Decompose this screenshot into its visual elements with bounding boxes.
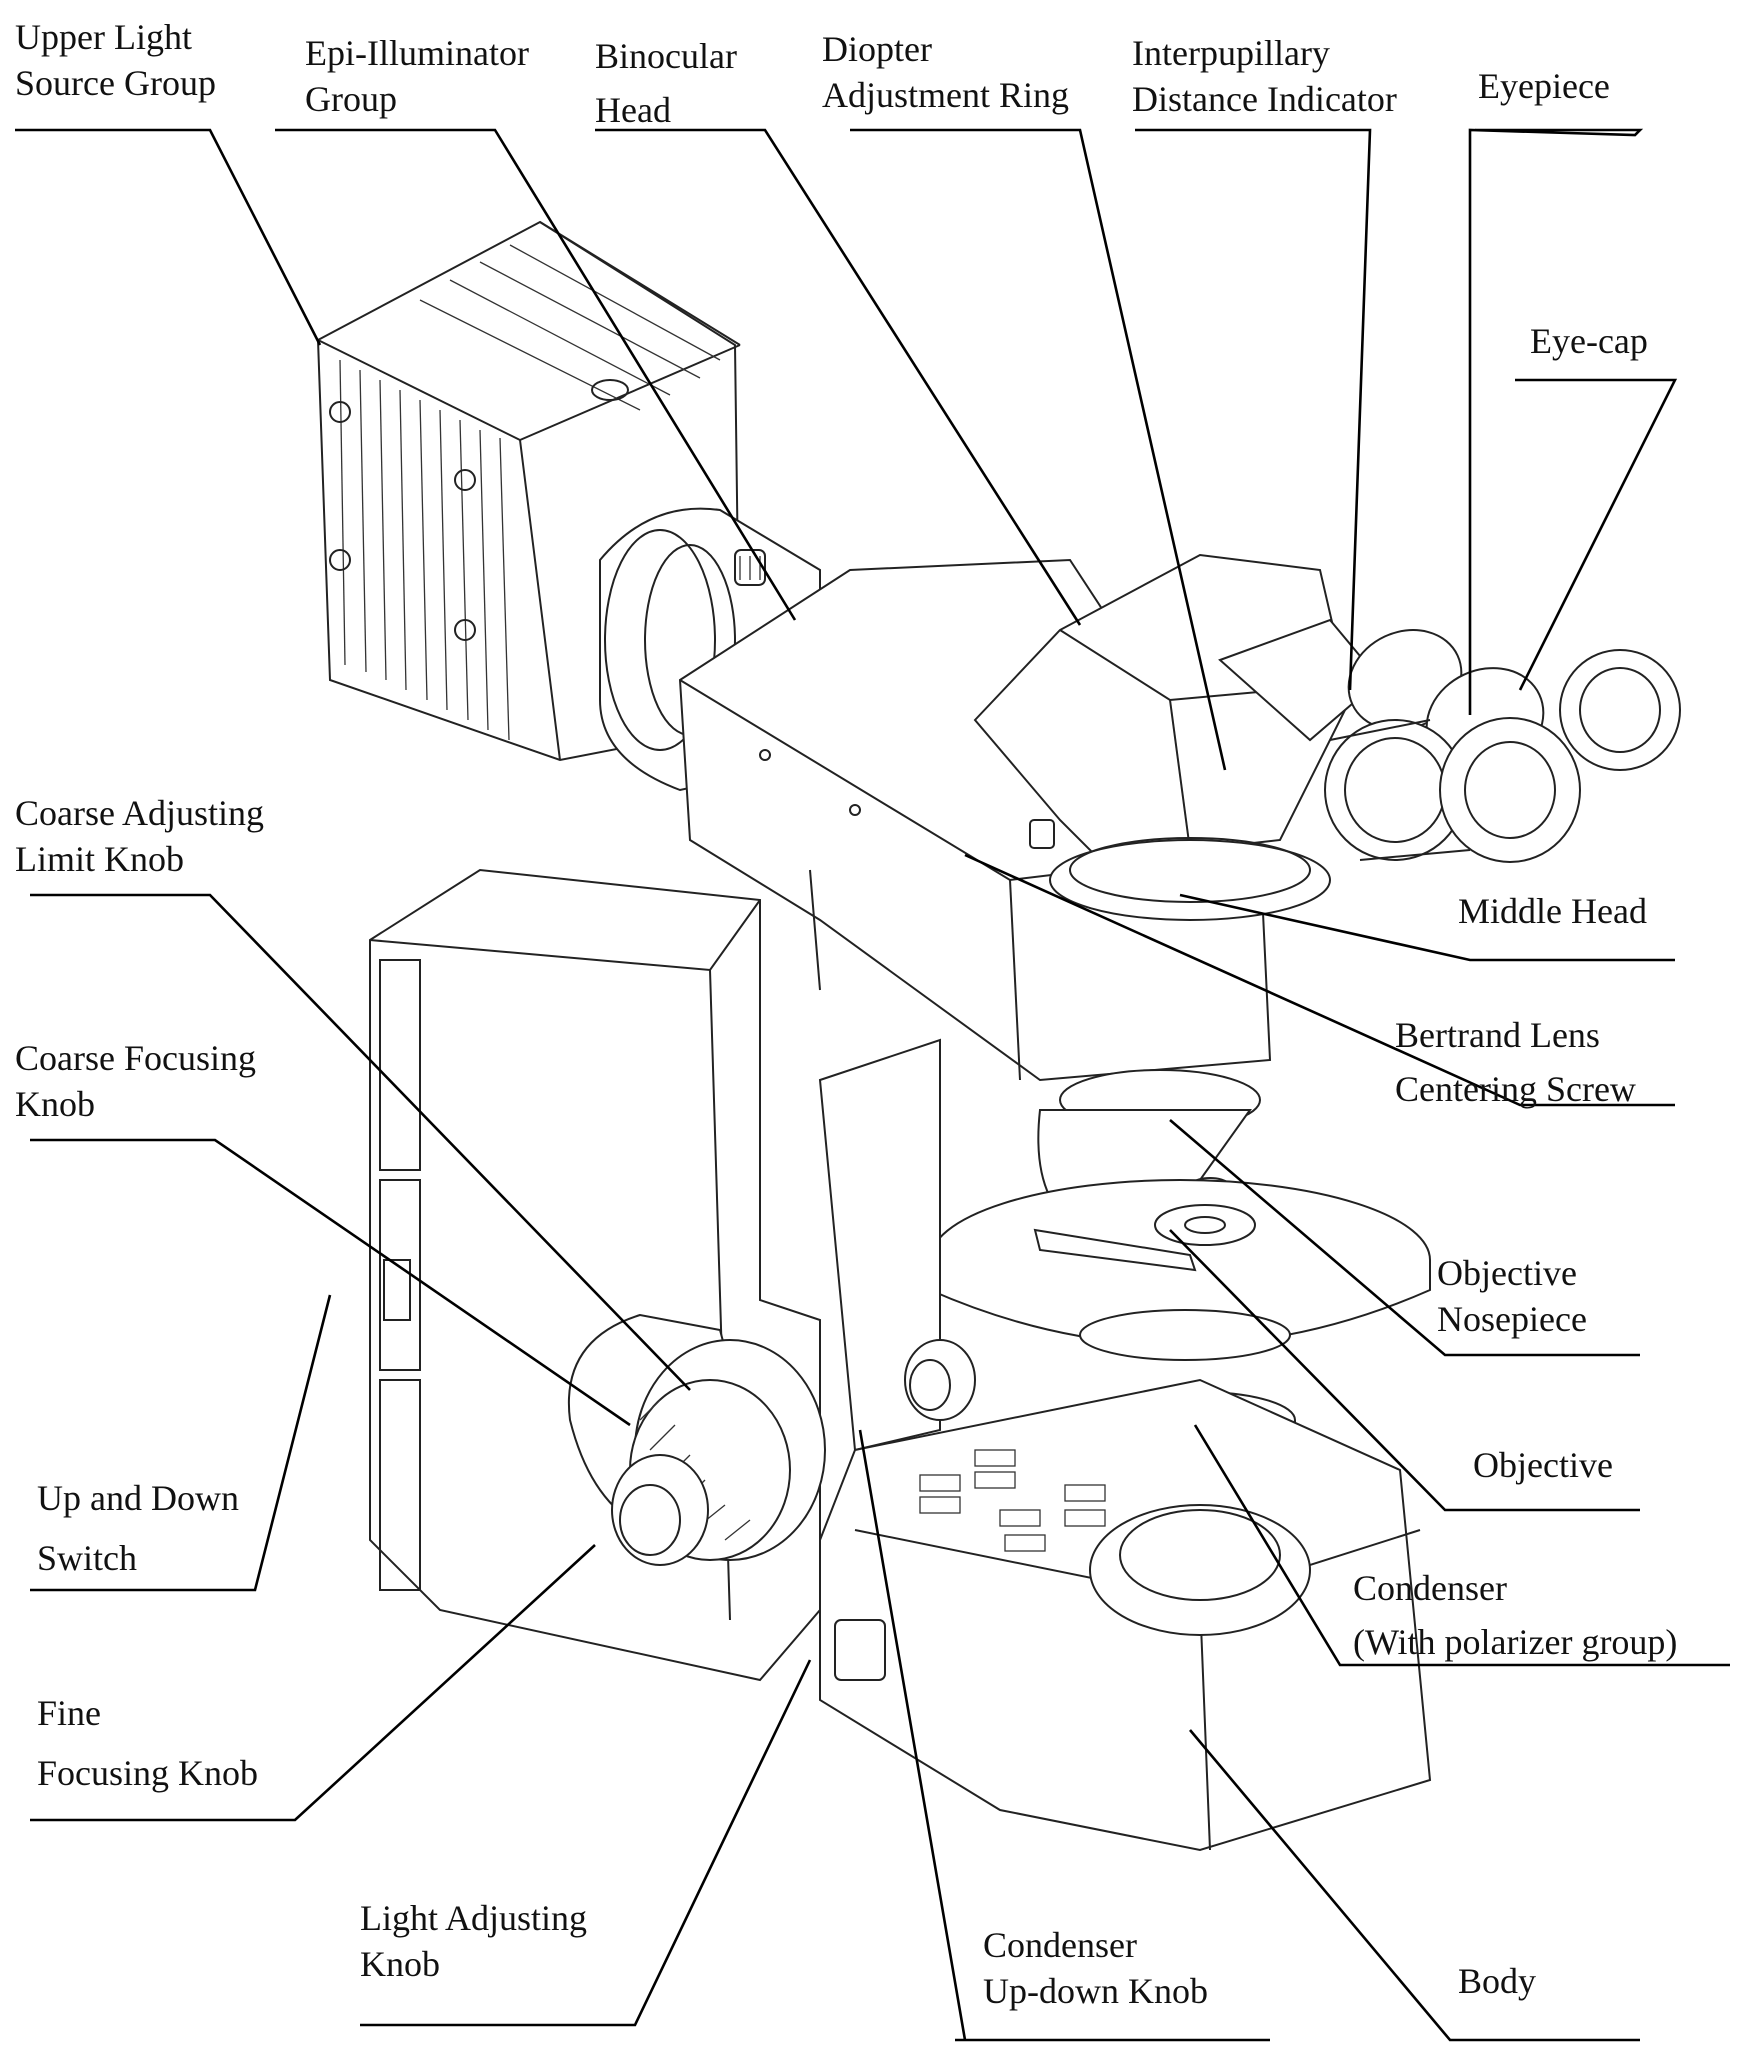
label-diopter-adjustment-ring: Diopter Adjustment Ring <box>822 26 1069 118</box>
label-line: Up-down Knob <box>983 1971 1208 2011</box>
label-objective-nosepiece: Objective Nosepiece <box>1437 1250 1587 1342</box>
label-line: Switch <box>37 1538 138 1578</box>
label-line: Knob <box>15 1084 95 1124</box>
label-objective: Objective <box>1473 1442 1613 1488</box>
label-line: Diopter <box>822 29 932 69</box>
label-binocular-head: Binocular Head <box>595 33 737 133</box>
label-line: Objective <box>1437 1253 1577 1293</box>
label-line: Group <box>305 79 397 119</box>
label-line: Interpupillary <box>1132 33 1330 73</box>
label-line: Up and Down <box>37 1478 239 1518</box>
leader-lines <box>15 128 1730 2042</box>
label-line: Eyepiece <box>1478 66 1610 106</box>
label-fine-focusing-knob: Fine Focusing Knob <box>37 1690 258 1796</box>
label-line: Knob <box>360 1944 440 1984</box>
label-coarse-focusing-knob: Coarse Focusing Knob <box>15 1035 256 1127</box>
label-middle-head: Middle Head <box>1458 888 1647 934</box>
label-line: Nosepiece <box>1437 1299 1587 1339</box>
label-line: Eye-cap <box>1530 321 1648 361</box>
label-bertrand-lens-centering-screw: Bertrand Lens Centering Screw <box>1395 1012 1636 1112</box>
label-line: Binocular <box>595 36 737 76</box>
label-line: Middle Head <box>1458 891 1647 931</box>
label-line: Bertrand Lens <box>1395 1015 1600 1055</box>
label-line: Centering Screw <box>1395 1069 1636 1109</box>
eyepieces <box>1218 618 1681 863</box>
label-line: Condenser <box>983 1925 1137 1965</box>
label-line: Body <box>1458 1961 1537 2001</box>
label-body: Body <box>1458 1958 1536 2004</box>
label-line: Coarse Adjusting <box>15 793 264 833</box>
label-epi-illuminator-group: Epi-Illuminator Group <box>305 30 529 122</box>
label-line: Source Group <box>15 63 216 103</box>
stage <box>929 1179 1431 1346</box>
label-upper-light-source-group: Upper Light Source Group <box>15 14 216 106</box>
label-line: Objective <box>1473 1445 1613 1485</box>
label-light-adjusting-knob: Light Adjusting Knob <box>360 1895 587 1987</box>
label-line: Upper Light <box>15 17 192 57</box>
label-line: Focusing Knob <box>37 1753 259 1793</box>
label-line: Adjustment Ring <box>822 75 1070 115</box>
label-up-and-down-switch: Up and Down Switch <box>37 1475 239 1581</box>
label-line: Distance Indicator <box>1132 79 1397 119</box>
label-coarse-adjusting-limit-knob: Coarse Adjusting Limit Knob <box>15 790 264 882</box>
label-line: Epi-Illuminator <box>305 33 529 73</box>
label-eyepiece: Eyepiece <box>1478 63 1610 109</box>
focus-knobs <box>567 1313 976 1566</box>
label-line: Condenser <box>1353 1568 1507 1608</box>
label-line: (With polarizer group) <box>1353 1622 1678 1662</box>
label-condenser-up-down-knob: Condenser Up-down Knob <box>983 1922 1208 2014</box>
label-line: Fine <box>37 1693 102 1733</box>
label-line: Head <box>595 90 671 130</box>
label-line: Coarse Focusing <box>15 1038 256 1078</box>
label-line: Light Adjusting <box>360 1898 588 1938</box>
label-interpupillary-distance-indicator: Interpupillary Distance Indicator <box>1132 30 1397 122</box>
label-condenser: Condenser (With polarizer group) <box>1353 1565 1677 1665</box>
body-base <box>369 868 1432 1852</box>
label-line: Limit Knob <box>15 839 184 879</box>
label-eye-cap: Eye-cap <box>1530 318 1648 364</box>
binocular-head <box>973 553 1352 921</box>
